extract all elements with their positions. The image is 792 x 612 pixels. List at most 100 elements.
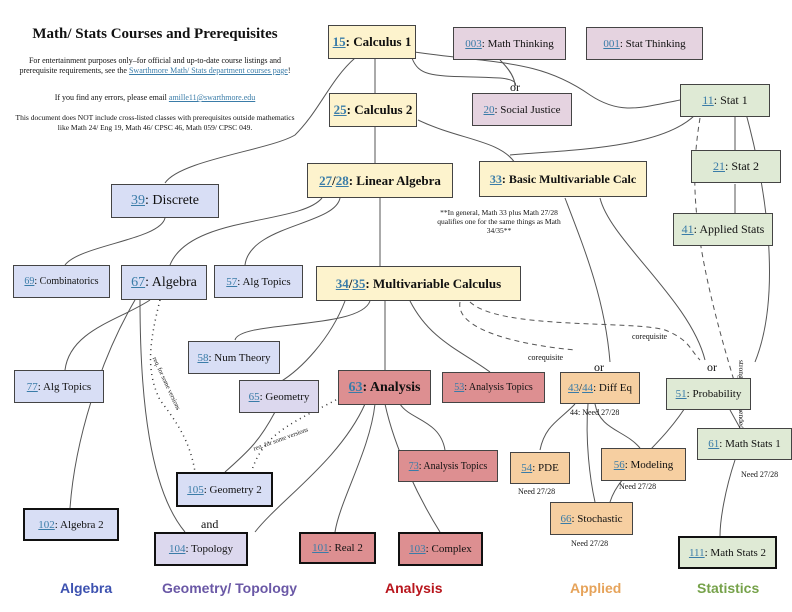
course-title: : Analysis Topics bbox=[464, 382, 533, 393]
course-alg-topics-77[interactable]: 77: Alg Topics bbox=[14, 370, 104, 403]
category-analysis: Analysis bbox=[385, 580, 443, 596]
course-number[interactable]: 101 bbox=[312, 542, 329, 554]
course-stat-1[interactable]: 11: Stat 1 bbox=[680, 84, 770, 117]
course-title: : Alg Topics bbox=[237, 275, 291, 288]
edge-applied-prob bbox=[744, 109, 770, 363]
course-geometry[interactable]: 65: Geometry bbox=[239, 380, 319, 413]
course-number[interactable]: 57 bbox=[226, 275, 238, 288]
course-number[interactable]: 001 bbox=[603, 37, 620, 50]
need-note-modeling: Need 27/28 bbox=[619, 482, 657, 491]
course-number[interactable]: 63 bbox=[348, 379, 363, 395]
course-calculus-2[interactable]: 25: Calculus 2 bbox=[329, 93, 417, 127]
course-number[interactable]: 21 bbox=[712, 159, 725, 173]
course-complex[interactable]: 103: Complex bbox=[398, 532, 483, 566]
course-number[interactable]: 003 bbox=[465, 37, 482, 50]
course-geometry-2[interactable]: 105: Geometry 2 bbox=[176, 472, 273, 507]
intro-text: For entertainment purposes only–for offi… bbox=[10, 56, 300, 76]
course-number[interactable]: 105 bbox=[187, 483, 204, 496]
course-title: : Geometry bbox=[259, 390, 310, 403]
corequisite-label-diffeq: corequisite bbox=[528, 353, 564, 362]
course-title: : Diff Eq bbox=[593, 382, 632, 394]
course-number[interactable]: 53 bbox=[454, 382, 465, 393]
course-number-35[interactable]: 35 bbox=[352, 275, 366, 291]
edge-analysis-anatop73 bbox=[399, 403, 446, 451]
course-title: : Math Thinking bbox=[481, 37, 554, 50]
course-math-thinking[interactable]: 003: Math Thinking bbox=[453, 27, 566, 60]
course-number[interactable]: 41 bbox=[681, 222, 694, 236]
course-math-stats-1[interactable]: 61: Math Stats 1 bbox=[697, 428, 792, 460]
course-number[interactable]: 73 bbox=[408, 460, 419, 472]
course-stat-thinking[interactable]: 001: Stat Thinking bbox=[586, 27, 703, 60]
course-number[interactable]: 25 bbox=[333, 102, 347, 117]
course-number[interactable]: 66 bbox=[560, 512, 572, 525]
or-label-social: or bbox=[510, 80, 520, 94]
course-number[interactable]: 104 bbox=[168, 543, 186, 555]
course-stat-2[interactable]: 21: Stat 2 bbox=[691, 150, 781, 183]
course-title: : Stochastic bbox=[571, 512, 623, 525]
course-number[interactable]: 54 bbox=[521, 462, 533, 474]
course-analysis-topics-53[interactable]: 53: Analysis Topics bbox=[442, 372, 545, 403]
course-title: : Basic Multivariable Calc bbox=[501, 171, 637, 186]
course-analysis[interactable]: 63: Analysis bbox=[338, 370, 431, 405]
course-number[interactable]: 20 bbox=[483, 103, 495, 116]
course-separator: / bbox=[348, 275, 353, 291]
course-topology[interactable]: 104: Topology bbox=[154, 532, 248, 566]
course-title: : Math Stats 1 bbox=[719, 438, 781, 450]
course-pde[interactable]: 54: PDE bbox=[510, 452, 570, 484]
course-number[interactable]: 11 bbox=[702, 93, 714, 107]
email-link[interactable]: amille11@swarthmore.edu bbox=[168, 93, 256, 102]
course-number-44[interactable]: 44 bbox=[582, 382, 594, 394]
course-number-43[interactable]: 43 bbox=[568, 382, 580, 394]
course-real-2[interactable]: 101: Real 2 bbox=[299, 532, 376, 564]
course-number[interactable]: 33 bbox=[489, 171, 502, 186]
course-analysis-topics-73[interactable]: 73: Analysis Topics bbox=[398, 450, 498, 482]
course-separator: / bbox=[579, 382, 583, 394]
course-basic-multivariable-calc[interactable]: 33: Basic Multivariable Calc bbox=[479, 161, 647, 197]
course-number[interactable]: 77 bbox=[26, 380, 38, 393]
course-number[interactable]: 51 bbox=[675, 388, 687, 400]
course-number-34[interactable]: 34 bbox=[335, 275, 349, 291]
course-title: : Stat 1 bbox=[713, 93, 748, 107]
course-number[interactable]: 58 bbox=[197, 351, 209, 364]
course-social-justice[interactable]: 20: Social Justice bbox=[472, 93, 572, 126]
course-alg-topics-57[interactable]: 57: Alg Topics bbox=[214, 265, 303, 298]
course-number[interactable]: 111 bbox=[688, 546, 705, 559]
course-number-27[interactable]: 27 bbox=[319, 172, 333, 188]
course-calculus-1[interactable]: 15: Calculus 1 bbox=[328, 25, 416, 59]
courses-page-link[interactable]: Swarthmore Math/ Stats department course… bbox=[128, 66, 288, 75]
course-diff-eq[interactable]: 43/44: Diff Eq bbox=[560, 372, 640, 404]
course-number[interactable]: 15 bbox=[332, 34, 346, 49]
course-multivariable-calculus[interactable]: 34/35: Multivariable Calculus bbox=[316, 266, 521, 301]
course-number-28[interactable]: 28 bbox=[335, 172, 349, 188]
course-discrete[interactable]: 39: Discrete bbox=[111, 184, 219, 218]
category-algebra: Algebra bbox=[60, 580, 113, 596]
course-modeling[interactable]: 56: Modeling bbox=[601, 448, 686, 481]
course-number[interactable]: 67 bbox=[131, 274, 146, 290]
course-probability[interactable]: 51: Probability bbox=[666, 378, 751, 410]
course-stochastic[interactable]: 66: Stochastic bbox=[550, 502, 633, 535]
course-number[interactable]: 61 bbox=[708, 438, 720, 450]
page-title: Math/ Stats Courses and Prerequisites bbox=[32, 26, 278, 42]
course-separator: / bbox=[332, 172, 336, 188]
course-num-theory[interactable]: 58: Num Theory bbox=[188, 341, 280, 374]
course-number[interactable]: 102 bbox=[38, 518, 55, 531]
course-number[interactable]: 56 bbox=[613, 458, 625, 471]
edge-algebra-topology bbox=[139, 299, 186, 533]
course-number[interactable]: 39 bbox=[130, 193, 145, 208]
course-number[interactable]: 103 bbox=[409, 543, 426, 555]
edge-ms1-ms2 bbox=[719, 459, 736, 537]
course-algebra[interactable]: 67: Algebra bbox=[121, 265, 207, 300]
course-applied-stats[interactable]: 41: Applied Stats bbox=[673, 213, 773, 246]
edge-strongly-recommended bbox=[694, 117, 741, 401]
course-title: : PDE bbox=[532, 462, 559, 474]
course-title: : Modeling bbox=[624, 458, 674, 471]
course-number[interactable]: 65 bbox=[248, 390, 260, 403]
edge-mvc-numth bbox=[234, 300, 371, 341]
course-algebra-2[interactable]: 102: Algebra 2 bbox=[23, 508, 119, 541]
course-combinatorics[interactable]: 69: Combinatorics bbox=[13, 265, 110, 298]
edge-linalg-algtop57 bbox=[244, 197, 341, 266]
edge-diffeq-pde bbox=[539, 403, 576, 451]
course-linear-algebra[interactable]: 27/28: Linear Algebra bbox=[307, 163, 453, 198]
course-math-stats-2[interactable]: 111: Math Stats 2 bbox=[678, 536, 777, 569]
course-number[interactable]: 69 bbox=[24, 276, 35, 287]
